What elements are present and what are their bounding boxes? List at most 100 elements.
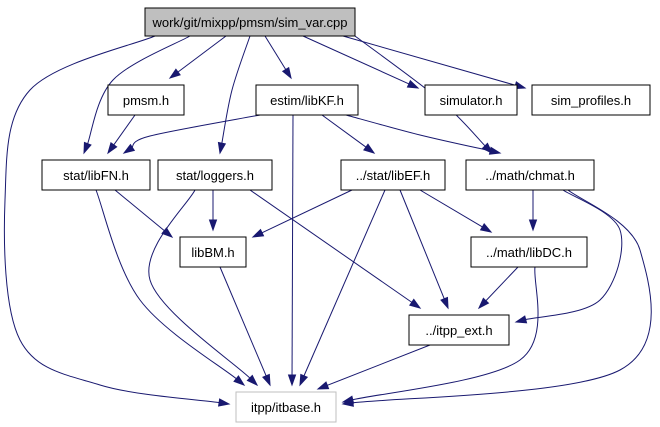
node-label: simulator.h	[440, 93, 503, 108]
node-sim_var[interactable]: work/git/mixpp/pmsm/sim_var.cpp	[144, 7, 356, 37]
node-box	[144, 7, 356, 37]
edge-sim_var-to-simulator	[302, 35, 420, 89]
edge-arrowhead	[83, 141, 92, 155]
edge-libbm-to-itbase	[219, 266, 271, 387]
edge-line	[321, 114, 368, 149]
node-box	[340, 159, 446, 191]
node-box	[465, 159, 595, 191]
edge-arrowhead	[233, 375, 246, 386]
edge-itpp_ext-to-itbase	[316, 344, 431, 390]
edge-libfn-to-itbase	[95, 189, 246, 386]
node-box	[179, 236, 247, 268]
edge-line	[86, 35, 191, 145]
node-pmsm[interactable]: pmsm.h	[107, 84, 185, 116]
node-libef[interactable]: ../stat/libEF.h	[340, 159, 446, 191]
edge-line	[176, 35, 227, 73]
edge-libdc-to-itbase	[341, 266, 539, 404]
edge-line	[419, 189, 484, 228]
edge-line	[351, 266, 539, 401]
node-libbm[interactable]: libBM.h	[179, 236, 247, 268]
edge-estim-to-libef	[321, 114, 376, 154]
edge-arrowhead	[528, 219, 538, 232]
edge-line	[219, 266, 267, 377]
node-label: ../math/libDC.h	[486, 245, 572, 260]
edge-line	[399, 189, 446, 300]
node-label: pmsm.h	[123, 93, 169, 108]
edge-line	[264, 35, 287, 71]
edge-libdc-to-itpp_ext	[477, 266, 519, 310]
edge-libef-to-itpp_ext	[399, 189, 449, 310]
edge-arrowhead	[262, 373, 271, 387]
edge-arrowhead	[299, 373, 309, 387]
edge-arrowhead	[168, 68, 181, 79]
node-label: sim_profiles.h	[551, 93, 631, 108]
node-box	[41, 159, 151, 191]
edge-libef-to-libdc	[419, 189, 493, 233]
node-box	[235, 391, 337, 423]
edge-arrowhead	[161, 227, 174, 238]
edge-line	[326, 344, 431, 387]
node-box	[470, 236, 588, 268]
node-box	[531, 84, 651, 116]
edge-sim_var-to-sim_profiles	[342, 35, 527, 90]
node-label: ../stat/libEF.h	[356, 168, 430, 183]
node-libfn[interactable]: stat/libFN.h	[41, 159, 151, 191]
edge-estim-to-libfn	[122, 114, 261, 154]
node-label: itpp/itbase.h	[251, 400, 321, 415]
node-itbase: itpp/itbase.h	[235, 391, 337, 423]
edge-line	[524, 189, 623, 321]
edge-arrowhead	[479, 223, 493, 233]
edge-line	[345, 114, 492, 152]
edge-arrowhead	[217, 398, 231, 407]
edge-arrowhead	[406, 79, 420, 89]
edge-line	[303, 189, 386, 377]
node-sim_profiles[interactable]: sim_profiles.h	[531, 84, 651, 116]
edge-arrowhead	[341, 395, 355, 404]
node-box	[408, 314, 510, 346]
edge-arrowhead	[246, 374, 259, 387]
edge-line	[484, 266, 519, 302]
edge-sim_var-to-libfn	[83, 35, 191, 155]
edge-estim-to-itbase	[287, 114, 297, 387]
edge-pmsm-to-libfn	[107, 114, 136, 155]
edge-chmat-to-libdc	[528, 190, 538, 232]
edge-line	[131, 114, 261, 149]
edge-arrowhead	[514, 315, 528, 324]
edge-loggers-to-libbm	[208, 190, 218, 232]
edge-chmat-to-itpp_ext	[514, 189, 623, 324]
nodes-layer: work/git/mixpp/pmsm/sim_var.cpp pmsm.h est…	[41, 7, 651, 423]
edge-line	[221, 35, 251, 145]
node-simulator[interactable]: simulator.h	[424, 84, 518, 116]
edge-line	[302, 35, 411, 85]
edge-line	[3, 35, 221, 404]
node-label: stat/loggers.h	[176, 168, 254, 183]
node-loggers[interactable]: stat/loggers.h	[157, 159, 273, 191]
edge-arrowhead	[440, 296, 449, 310]
edge-line	[291, 114, 294, 377]
edge-arrowhead	[408, 298, 422, 309]
node-box	[107, 84, 185, 116]
edge-arrowhead	[488, 146, 502, 155]
edges-layer	[3, 35, 652, 407]
node-box	[157, 159, 273, 191]
edge-libfn-to-libbm	[114, 189, 174, 238]
node-estim[interactable]: estim/libKF.h	[255, 84, 359, 116]
edge-arrowhead	[122, 143, 136, 154]
edge-libef-to-itbase	[299, 189, 386, 387]
edge-loggers-to-itpp_ext	[249, 189, 422, 309]
node-label: estim/libKF.h	[270, 93, 344, 108]
node-libdc[interactable]: ../math/libDC.h	[470, 236, 588, 268]
edge-line	[95, 189, 238, 380]
node-chmat[interactable]: ../math/chmat.h	[465, 159, 595, 191]
edge-arrowhead	[287, 374, 297, 387]
node-itpp_ext[interactable]: ../itpp_ext.h	[408, 314, 510, 346]
edge-arrowhead	[208, 219, 218, 232]
edge-line	[148, 189, 251, 380]
edge-line	[112, 114, 136, 146]
edge-arrowhead	[281, 66, 292, 80]
edge-sim_var-to-itbase	[3, 35, 231, 407]
edge-arrowhead	[217, 141, 227, 155]
edge-sim_var-to-loggers	[217, 35, 251, 155]
edge-sim_var-to-estim	[264, 35, 292, 80]
